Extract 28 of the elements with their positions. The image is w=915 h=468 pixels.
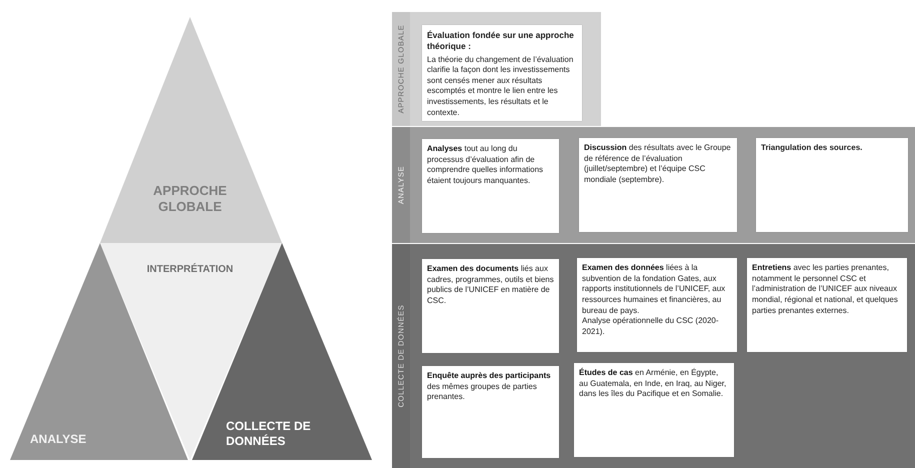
text-card [422,259,559,353]
text-card [422,25,582,121]
band-panel [392,12,601,126]
card-text: Enquête auprès des participants des mêmes groupes de parties prenantes. [427,371,552,403]
card-text: La théorie du changement de l’évaluation clarifie la façon dont les investissements sont censés mener aux résultats escomptés et montre le lien entre les investissements, les résultats et le contexte. [427,54,574,118]
text-card [756,138,908,232]
card-text: Examen des documents liés aux cadres, programmes, outils et biens publics de l’UNICEF en matière de CSC. [427,264,554,306]
text-card [579,138,737,232]
card-text: Discussion des résultats avec le Groupe de référence de l’évaluation (juillet/septembre) et l’équipe CSC mondiale (septembre). [584,143,732,186]
card-text: Études de cas en Arménie, en Égypte, au Guatemala, en Inde, en Iraq, au Niger, dans les îles du Pacifique et en Somalie. [579,368,728,400]
text-card [747,258,907,352]
text-card [422,139,559,233]
segment-label: ANALYSE [30,432,88,447]
band-panel [392,244,915,468]
triangle-segment [100,17,282,243]
text-card [422,366,559,458]
card-text: Analyses tout au long du processus d’évaluation afin de comprendre quelles informations étaient toujours manquantes. [427,144,544,186]
text-card [574,363,734,457]
segment-label: COLLECTE DE DONNÉES [226,419,312,449]
card-text: Entretiens avec les parties prenantes, notamment le personnel CSC et l’administration de l’UNICEF aux niveaux mondial, régional et national, et quelques parties prenantes externes. [752,263,899,316]
segment-label: APPROCHE GLOBALE [152,183,228,216]
card-text: Examen des données liées à la subvention de la fondation Gates, aux rapports institutionnels de l’UNICEF, aux ressources humaines et financières, au bureau de pays. [582,263,726,316]
card-text: Analyse opérationnelle du CSC (2020-2021). [582,316,720,338]
text-card [577,258,737,352]
segment-label: INTERPRÉTATION [146,264,234,276]
card-text: Évaluation fondée sur une approche théorique : [427,30,575,53]
card-text: Triangulation des sources. [761,143,864,154]
band-panel [392,127,915,243]
